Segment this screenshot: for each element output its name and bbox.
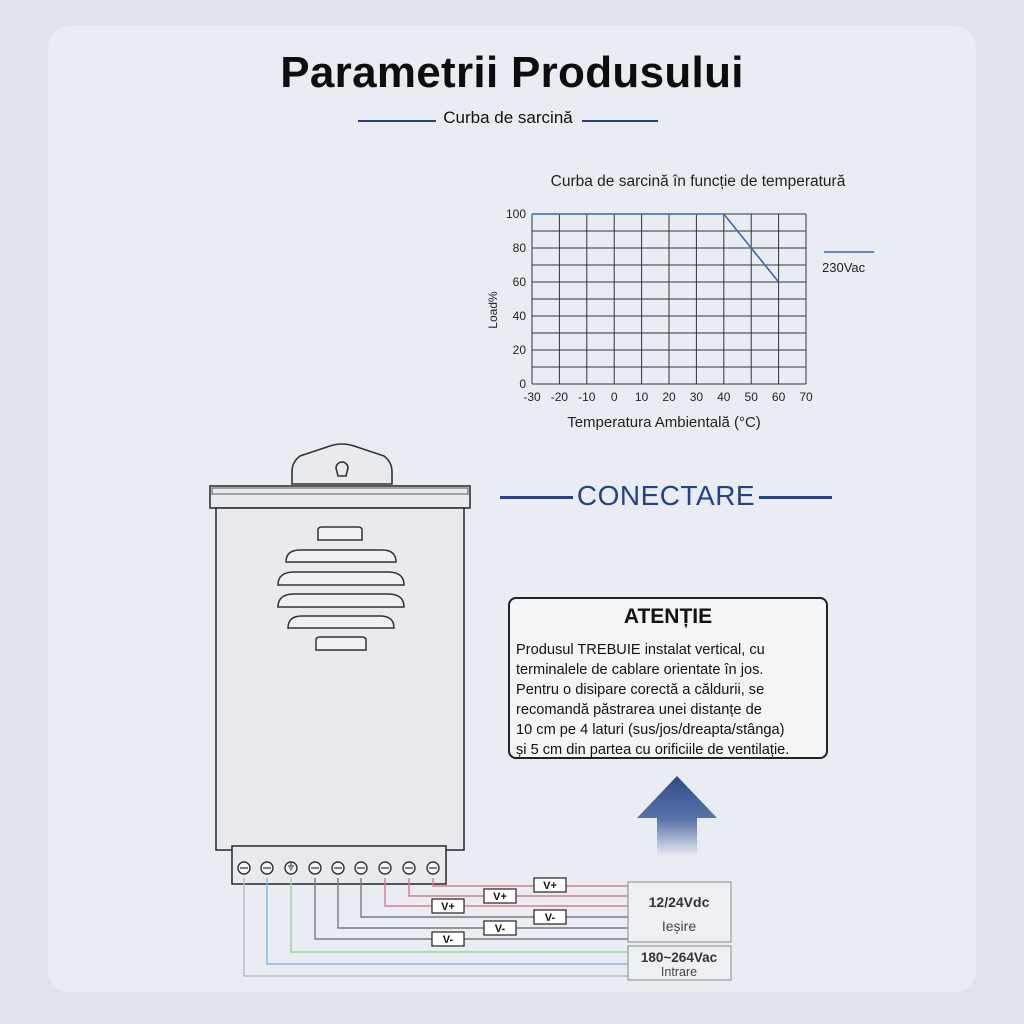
- input-voltage: 180~264Vac: [641, 950, 718, 965]
- card-background: [48, 26, 976, 992]
- x-tick-label: 50: [745, 390, 759, 404]
- y-tick-label: 0: [519, 377, 526, 391]
- load-curve-chart: Curba de sarcină în funcție de temperatu…: [486, 173, 874, 431]
- x-tick-label: 30: [690, 390, 704, 404]
- x-tick-label: 20: [662, 390, 676, 404]
- y-tick-labels: 0 20 40 60 80 100: [506, 207, 526, 391]
- subtitle-rule-left: [358, 120, 436, 122]
- tag-v-minus-1: V-: [545, 912, 556, 924]
- vent-slot-5: [287, 615, 395, 629]
- y-tick-label: 80: [513, 241, 527, 255]
- x-tick-label: 60: [772, 390, 786, 404]
- page-title: Parametrii Produsului: [280, 48, 744, 97]
- chart-grid: [531, 213, 807, 385]
- mounting-bracket: [291, 443, 393, 485]
- warning-line: și 5 cm din partea cu orificiile de vent…: [516, 742, 790, 758]
- vent-slot-6: [315, 636, 367, 651]
- y-axis-label: Load%: [486, 291, 500, 329]
- subtitle-text: Curba de sarcină: [441, 108, 575, 127]
- vent-slot-2: [285, 549, 397, 563]
- mounting-hole: [335, 461, 349, 477]
- tag-v-plus-3: V+: [441, 901, 455, 913]
- warning-line: Pentru o disipare corectă a căldurii, se: [516, 682, 765, 698]
- x-tick-label: 70: [799, 390, 813, 404]
- legend-label: 230Vac: [822, 260, 866, 275]
- output-label: Ieșire: [662, 918, 696, 934]
- tag-v-plus-1: V+: [543, 880, 557, 892]
- x-tick-label: -20: [551, 390, 569, 404]
- x-tick-label: 10: [635, 390, 649, 404]
- vent-slot-4: [277, 593, 405, 608]
- wire-v-plus-2: [408, 878, 628, 897]
- subtitle-rule-right: [582, 120, 658, 122]
- tag-v-minus-2: V-: [495, 923, 506, 935]
- lid-rim: [211, 487, 469, 495]
- x-tick-labels: -30 -20 -10 0 10 20 30 40 50 60 70: [523, 390, 813, 404]
- x-tick-label: 40: [717, 390, 731, 404]
- wire-ground: [290, 878, 628, 953]
- chart-title: Curba de sarcină în funcție de temperatu…: [551, 173, 846, 190]
- warning-body: Produsul TREBUIE instalat vertical, cu t…: [516, 640, 832, 760]
- warning-line: 10 cm pe 4 laturi (sus/jos/dreapta/stâng…: [516, 722, 785, 738]
- output-box: 12/24Vdc Ieșire: [627, 881, 732, 943]
- connection-heading-text: CONECTARE: [572, 480, 760, 511]
- enclosure-body: [215, 507, 465, 851]
- input-label: Intrare: [661, 965, 697, 979]
- wiring: [243, 878, 628, 977]
- tag-v-plus-2: V+: [493, 891, 507, 903]
- ground-icon: [288, 862, 294, 871]
- warning-box: ATENȚIE Produsul TREBUIE instalat vertic…: [508, 597, 828, 759]
- wire-line: [243, 878, 628, 977]
- warning-line: Produsul TREBUIE instalat vertical, cu: [516, 642, 765, 658]
- wire-neutral: [266, 878, 628, 965]
- y-tick-label: 60: [513, 275, 527, 289]
- power-supply-unit: [209, 443, 471, 885]
- x-tick-label: -30: [523, 390, 541, 404]
- y-tick-label: 100: [506, 207, 526, 221]
- warning-line: terminalele de cablare orientate în jos.: [516, 662, 764, 678]
- wire-v-minus-2: [337, 878, 628, 929]
- warning-line: recomandă păstrarea unei distanțe de: [516, 702, 762, 718]
- y-tick-label: 20: [513, 343, 527, 357]
- terminal-screws: [237, 861, 440, 875]
- x-tick-label: -10: [578, 390, 596, 404]
- arrow-up-icon: [637, 776, 717, 856]
- x-axis-label: Temperatura Ambientală (°C): [567, 414, 761, 431]
- tag-v-minus-3: V-: [443, 934, 454, 946]
- series-line-230vac: [532, 213, 780, 283]
- wire-v-plus-1: [432, 878, 628, 887]
- vent-slot-1: [317, 526, 363, 541]
- warning-title: ATENȚIE: [623, 605, 713, 628]
- x-tick-label: 0: [611, 390, 618, 404]
- vent-slot-3: [277, 571, 405, 586]
- terminal-tags: V+ V+ V+ V- V- V-: [431, 877, 567, 947]
- y-tick-label: 40: [513, 309, 527, 323]
- connection-heading: CONECTARE: [500, 478, 832, 518]
- section-subtitle: Curba de sarcină: [358, 108, 658, 134]
- wire-v-minus-3: [314, 878, 628, 940]
- top-lid: [209, 485, 471, 509]
- output-voltage: 12/24Vdc: [649, 894, 710, 910]
- wire-v-plus-3: [384, 878, 628, 907]
- input-box: 180~264Vac Intrare: [627, 945, 732, 981]
